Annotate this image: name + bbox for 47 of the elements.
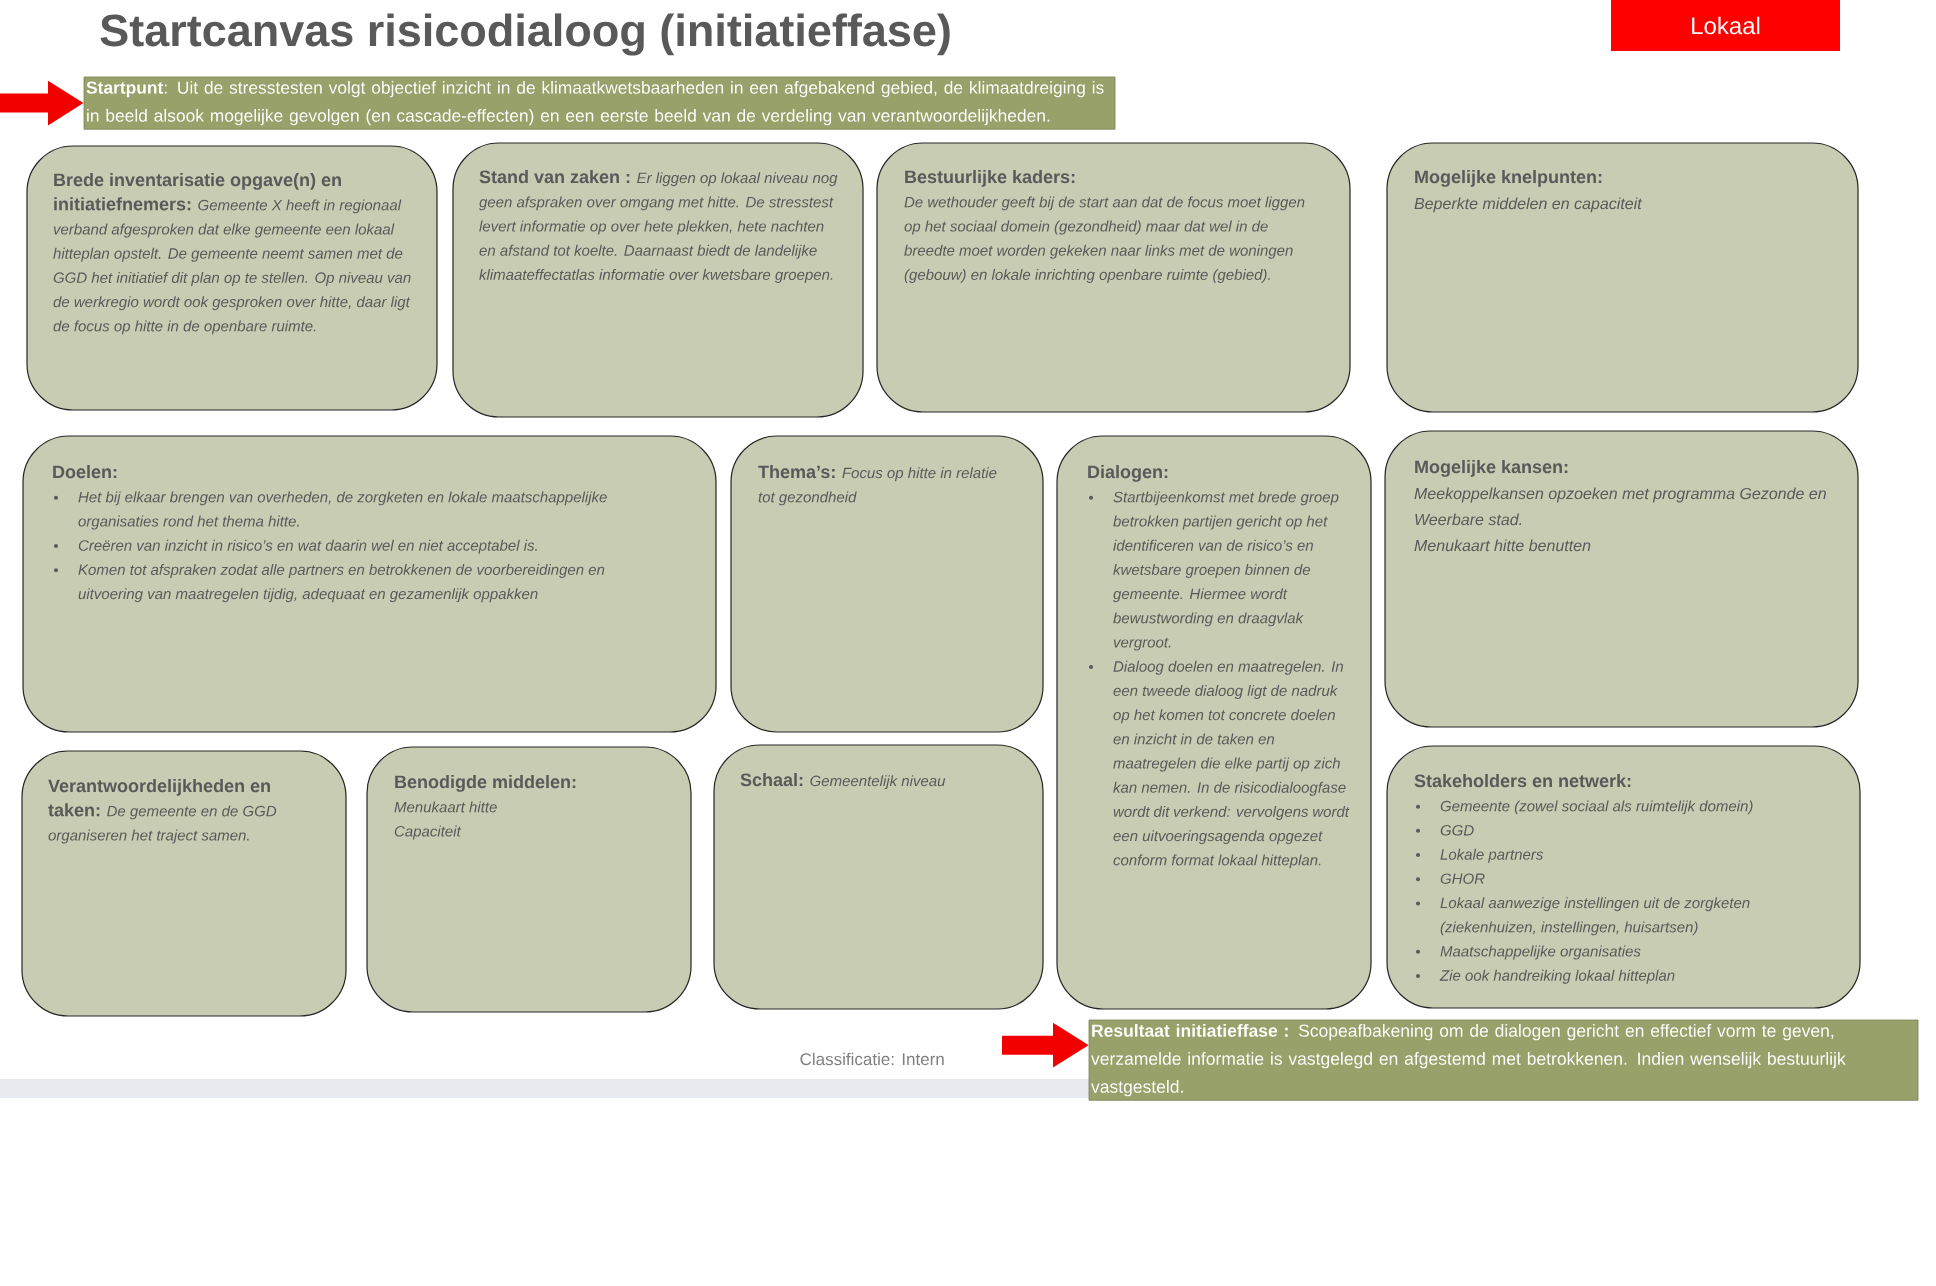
box-heading: Stakeholders en netwerk:: [1414, 774, 1631, 788]
box-text: De wethouder geeft bij de start aan dat de focus moet liggen op het sociaal domein (gezondheid) maar dat wel in de breedte moet worden gekeken naar links met de woningen (gebouw) en lokale inrichting openbare ruimte (gebied).: [904, 196, 1305, 283]
list-item: GHOR: [1440, 873, 1485, 884]
box-heading: Bestuurlijke kaders:: [905, 170, 1075, 187]
list-item: GGD: [1440, 825, 1474, 836]
box-heading: Benodigde middelen:: [395, 775, 576, 792]
box-text: Menukaart hitte: [394, 801, 497, 813]
box-text: Brede inventarisatie opgave(n) en initiatiefnemers: Gemeente X heeft in regionaal verband afgesproken dat elke gemeente een lokaal hitteplan opstelt. De gemeente neemt samen met de GGD het initiatief dit plan op te stellen. Op niveau van de werkregio wordt ook gesproken over hitte, daar ligt de focus op hitte in de openbare ruimte.: [53, 173, 411, 335]
box-heading: Doelen:: [53, 465, 117, 479]
box-text: Capaciteit: [394, 825, 462, 840]
header-tag: Lokaal: [1611, 0, 1840, 51]
canvas-box: [366, 746, 692, 1013]
canvas-box: [1386, 745, 1861, 1009]
list-item: Lokaal aanwezige instellingen uit de zorgketen (ziekenhuizen, instellingen, huisartsen): [1440, 897, 1750, 936]
canvas-box: [1384, 430, 1859, 728]
canvas-box: [730, 435, 1044, 733]
page-title: Startcanvas risicodialoog (initiatieffase): [100, 13, 950, 56]
box-text: Menukaart hitte benutten: [1414, 539, 1591, 552]
box-text: Meekoppelkansen opzoeken met programma Gezonde en Weerbare stad.: [1414, 487, 1826, 526]
box-text: Stand van zaken : Er liggen op lokaal niveau nog geen afspraken over omgang met hitte. De stresstest levert informatie op over hete plekken, hete nachten en afstand tot koelte. Daarnaast biedt de landelijke klimaateffectatlas informatie over kwetsbare groepen.: [479, 170, 838, 283]
box-heading: Dialogen:: [1088, 465, 1168, 482]
footer-text: Classificatie: Intern: [800, 1052, 944, 1066]
canvas-box: [452, 142, 864, 418]
box-heading: Mogelijke knelpunten:: [1415, 170, 1602, 187]
text-banner: Startpunt: Uit de stresstesten volgt objectief inzicht in de klimaatkwetsbaarheden in een afgebakend gebied, de klimaatdreiging is in beeld alsook mogelijke gevolgen (en cascade-effecten) en een eerste beeld van de verdeling van verantwoordelijkheden.: [83, 76, 1116, 130]
canvas-box: [21, 750, 347, 1017]
canvas-box: [1056, 435, 1372, 1010]
text-banner: Resultaat initiatieffase : Scopeafbakening om de dialogen gericht en effectief vorm te geven, verzamelde informatie is vastgelegd en afgestemd met betrokkenen. Indien wenselijk bestuurlijk vastgesteld.: [1088, 1019, 1919, 1101]
list-item: Het bij elkaar brengen van overheden, de zorgketen en lokale maatschappelijke organisaties rond het thema hitte.: [78, 491, 607, 530]
canvas-box: [713, 744, 1044, 1010]
box-text: Schaal: Gemeentelijk niveau: [740, 773, 946, 790]
list-item: Startbijeenkomst met brede groep betrokken partijen gericht op het identificeren van de risico’s en kwetsbare groepen binnen de gemeente. Hiermee wordt bewustwording en draagvlak vergroot.: [1113, 491, 1339, 651]
box-heading: Mogelijke kansen:: [1415, 460, 1568, 477]
list-item: Gemeente (zowel sociaal als ruimtelijk domein): [1440, 800, 1753, 815]
list-item: Lokale partners: [1440, 848, 1544, 863]
list-item: Komen tot afspraken zodat alle partners en betrokkenen de voorbereidingen en uitvoering van maatregelen tijdig, adequaat en gezamenlijk oppakken: [78, 564, 605, 603]
canvas-box: [876, 142, 1351, 413]
list-item: Dialoog doelen en maatregelen. In een tweede dialoog ligt de nadruk op het komen tot concrete doelen en inzicht in de taken en maatregelen die elke partij op zich kan nemen. In de risicodialoogfase wordt dit verkend: vervolgens wordt een uitvoeringsagenda opgezet conform format lokaal hitteplan.: [1113, 660, 1350, 869]
canvas-box: [1386, 142, 1859, 413]
box-text: Beperkte middelen en capaciteit: [1414, 197, 1643, 213]
box-text: Verantwoordelijkheden en taken: De gemeente en de GGD organiseren het traject samen.: [48, 779, 277, 844]
list-item: Zie ook handreiking lokaal hitteplan: [1439, 969, 1675, 984]
list-item: Creëren van inzicht in risico’s en wat daarin wel en niet acceptabel is.: [78, 539, 537, 554]
canvas-box: [26, 145, 438, 411]
box-text: Thema’s: Focus op hitte in relatie tot gezondheid: [758, 465, 997, 506]
canvas-box: [22, 435, 717, 733]
list-item: Maatschappelijke organisaties: [1440, 945, 1641, 960]
